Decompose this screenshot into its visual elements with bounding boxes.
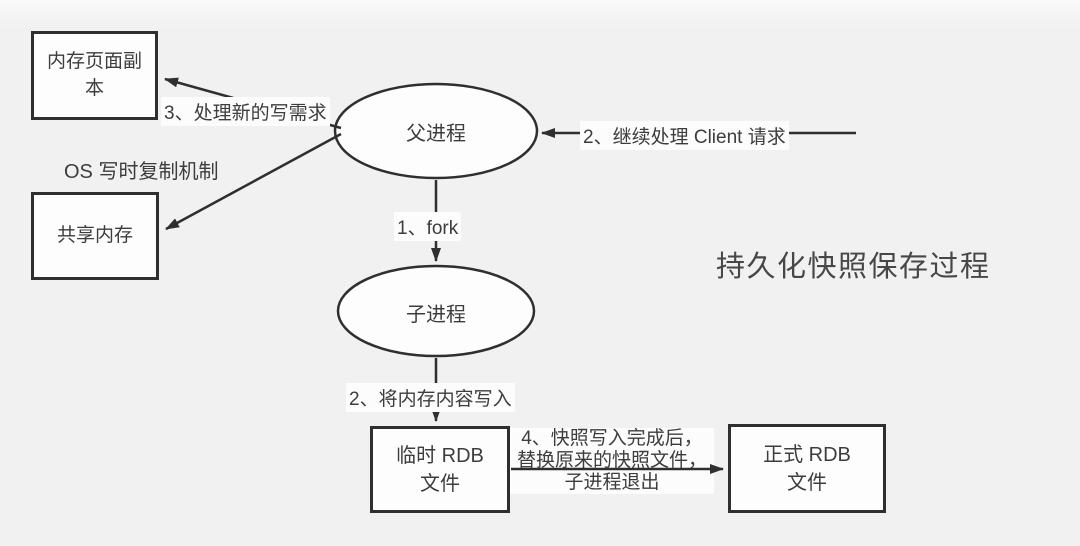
diagram-title: 持久化快照保存过程 [716,251,991,283]
step4-line1: 4、快照写入完成后， [521,428,703,449]
edge-label-step3-handle-new-writes: 3、处理新的写需求 [161,97,330,126]
node-parent-process-label: 父进程 [336,84,536,178]
edge-label-step4-replace-snapshot: 4、快照写入完成后， 替换原来的快照文件， 子进程退出 [510,428,714,494]
step4-line3: 子进程退出 [564,472,660,493]
node-temp-rdb-file-label: 临时 RDB 文件 [396,444,484,495]
edge-label-step2-continue-client: 2、继续处理 Client 请求 [580,121,789,150]
node-temp-rdb-file: 临时 RDB 文件 [370,426,510,513]
node-official-rdb-file-label: 正式 RDB 文件 [763,443,851,494]
node-child-process-label: 子进程 [338,267,534,357]
node-official-rdb-file: 正式 RDB 文件 [728,424,886,513]
edge-label-step1-fork: 1、fork [394,212,462,241]
edge-label-step2-write-memory: 2、将内存内容写入 [346,383,515,412]
node-memory-page-copy-label: 内存页面副本 [46,50,142,99]
node-memory-page-copy: 内存页面副本 [31,31,158,120]
node-shared-memory: 共享内存 [31,192,159,280]
parent-process-text: 父进程 [406,122,466,145]
node-shared-memory-label: 共享内存 [56,224,133,246]
step4-line2: 替换原来的快照文件， [516,450,707,471]
child-process-text: 子进程 [406,303,466,326]
label-os-copy-on-write: OS 写时复制机制 [64,161,219,183]
